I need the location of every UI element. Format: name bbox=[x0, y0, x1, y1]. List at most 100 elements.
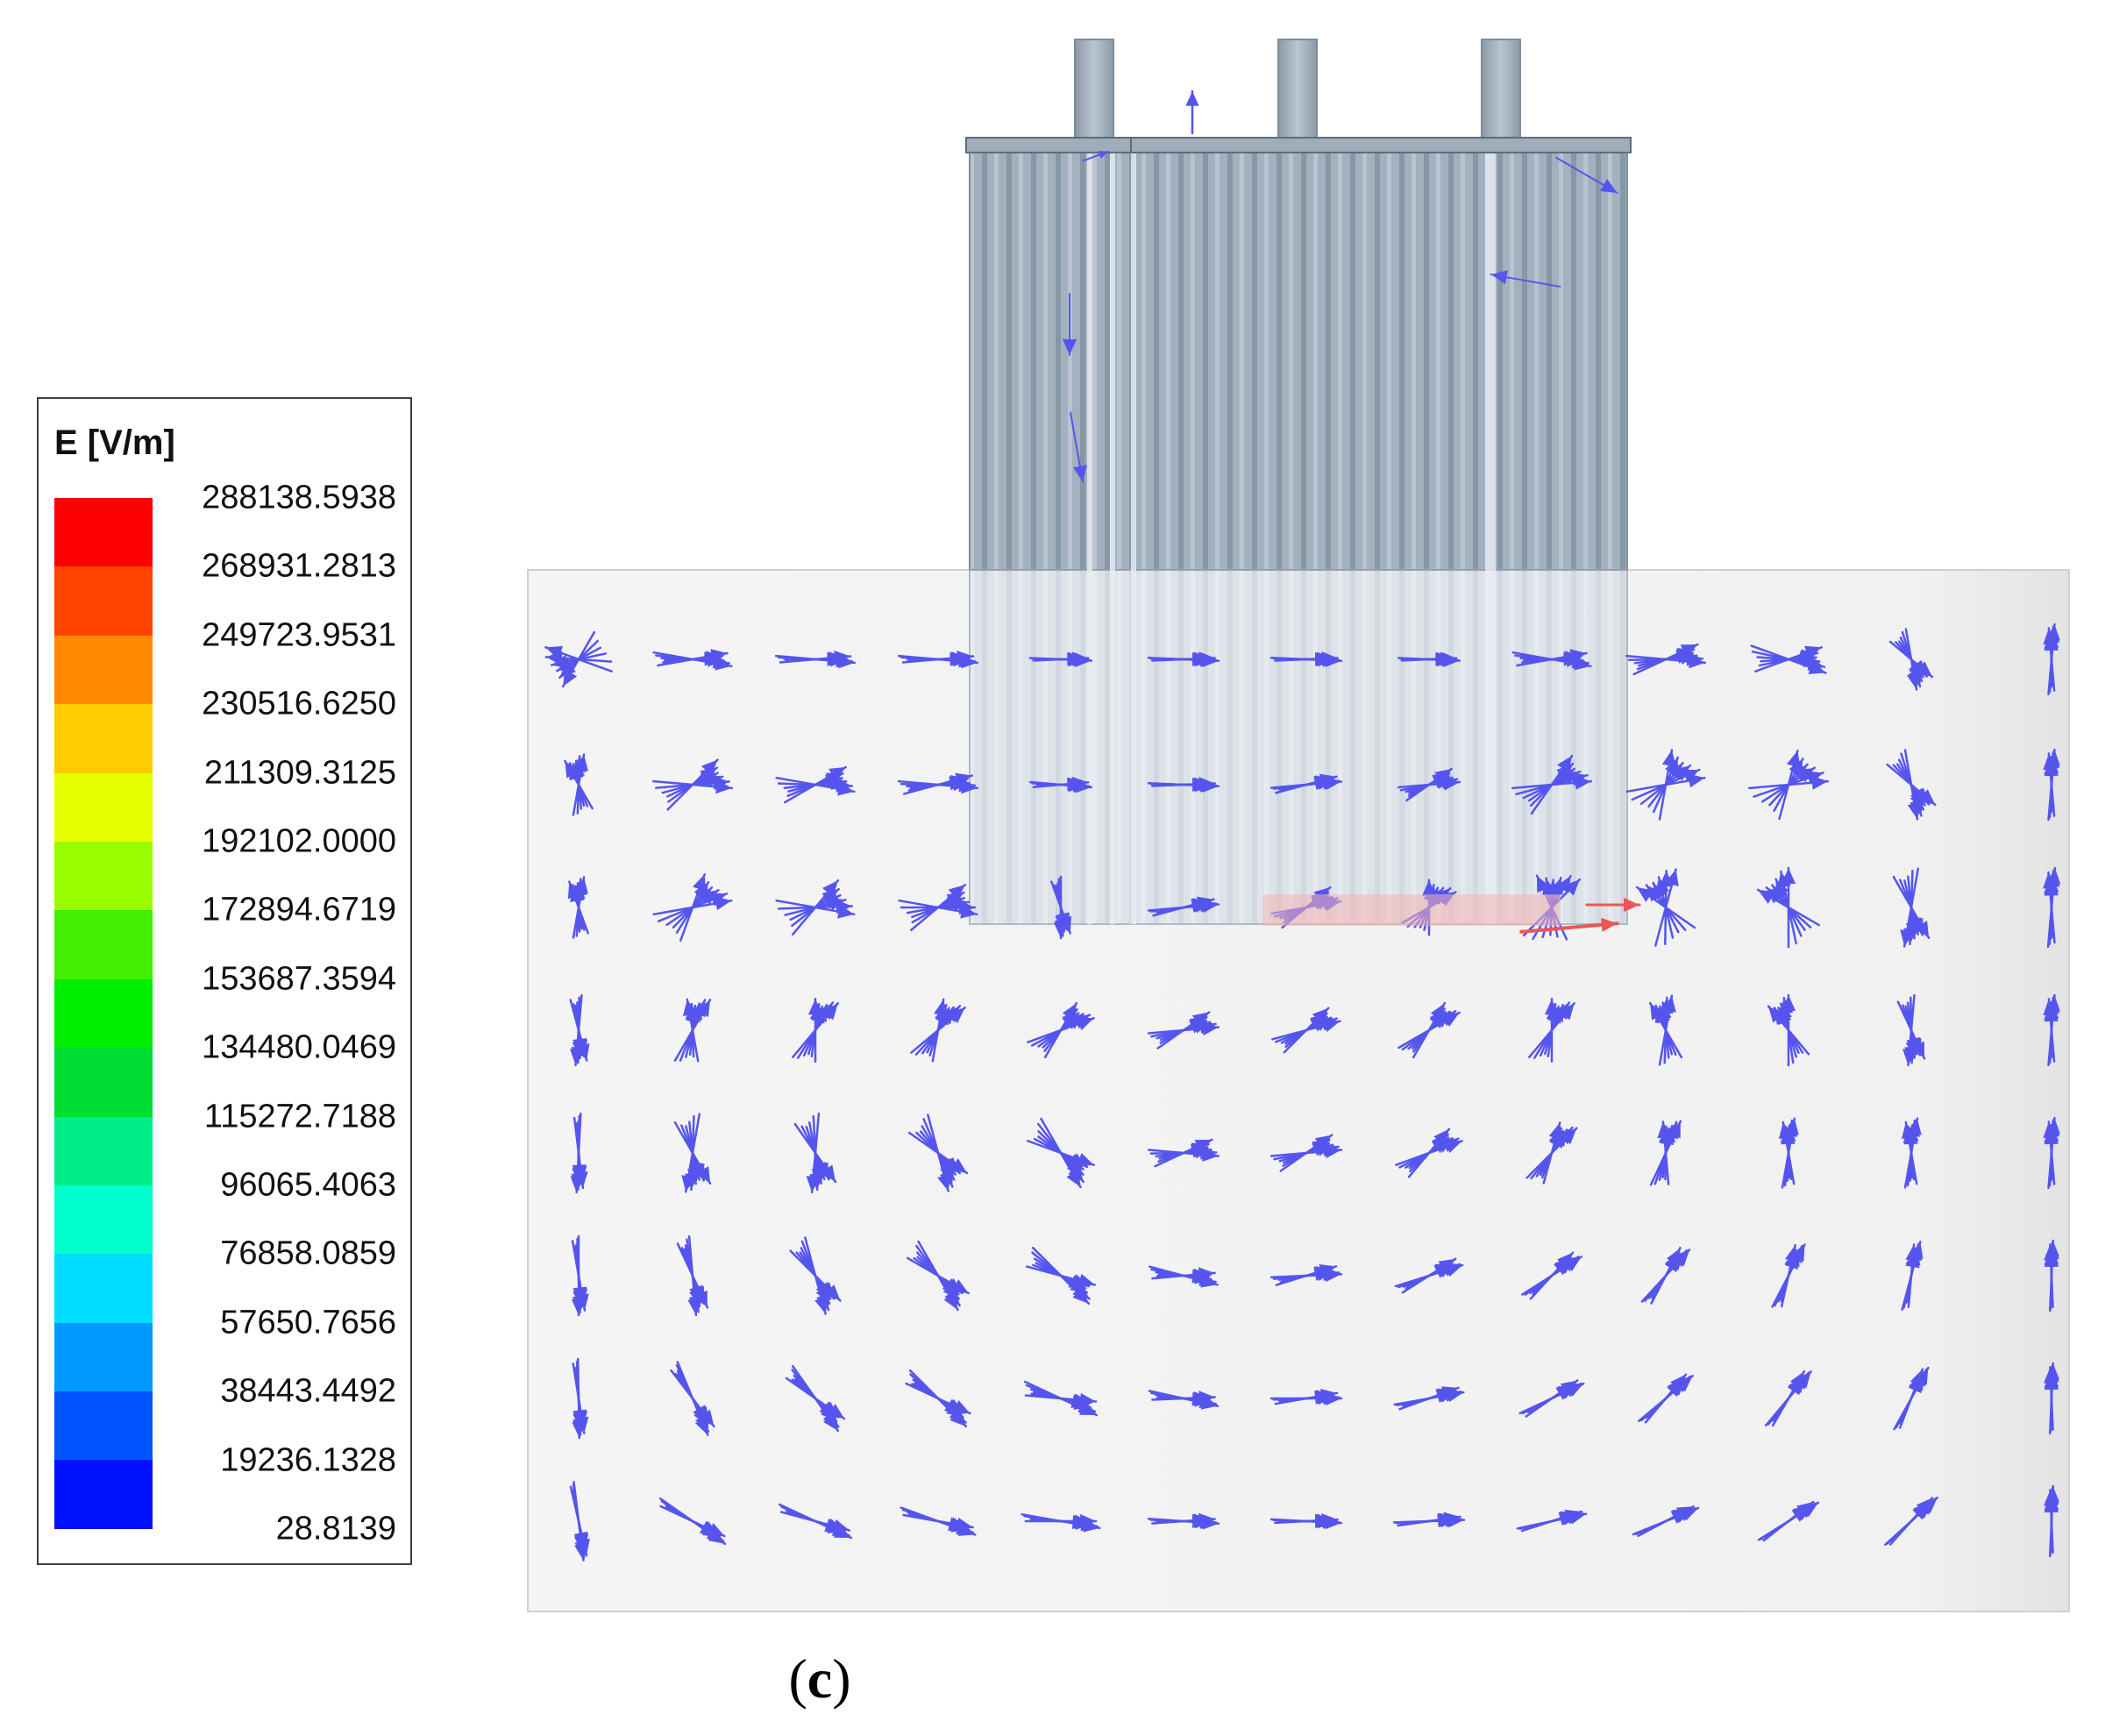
field-arrow-head bbox=[1319, 1263, 1337, 1278]
field-arrow-head bbox=[1321, 1512, 1338, 1528]
field-arrow-head bbox=[1321, 651, 1338, 666]
field-arrow-head bbox=[1804, 645, 1822, 660]
field-arrow-head bbox=[1071, 776, 1089, 791]
legend-tick-label: 172894.6719 bbox=[202, 891, 396, 928]
field-arrow-head bbox=[955, 772, 972, 787]
field-arrow-head bbox=[2043, 999, 2058, 1016]
field-arrow-head bbox=[956, 650, 974, 665]
field-arrow-head bbox=[567, 881, 582, 900]
legend-tick-label: 249723.9531 bbox=[202, 616, 396, 654]
legend-tick-label: 230516.6250 bbox=[202, 685, 396, 722]
field-arrow-head bbox=[1650, 1003, 1665, 1021]
field-arrow-head bbox=[1768, 1006, 1784, 1023]
field-arrow-head bbox=[1098, 151, 1109, 159]
field-arrow-head bbox=[1077, 1152, 1094, 1167]
field-arrow-head bbox=[1901, 1121, 1916, 1139]
legend-tick-label: 57650.7656 bbox=[220, 1304, 396, 1341]
field-arrow-head bbox=[952, 1400, 971, 1413]
legend-swatch bbox=[54, 978, 153, 1049]
field-arrow-head bbox=[2044, 1490, 2059, 1506]
field-arrow-head bbox=[576, 1538, 590, 1556]
field-arrow-head bbox=[1911, 1041, 1925, 1059]
legend-color-bar bbox=[54, 498, 153, 1529]
field-arrow-head bbox=[2043, 753, 2058, 771]
legend-tick-label: 115272.7188 bbox=[203, 1098, 396, 1135]
field-arrow-head bbox=[1430, 1003, 1445, 1021]
field-arrow-head bbox=[1185, 91, 1199, 106]
field-arrow-head bbox=[1784, 1245, 1799, 1263]
legend-swatch bbox=[54, 704, 153, 773]
field-arrow-head bbox=[1666, 1248, 1681, 1266]
field-arrow-head bbox=[1564, 1509, 1582, 1524]
hot-arrow bbox=[1519, 921, 1619, 934]
field-arrow-head bbox=[828, 766, 846, 781]
legend-swatch bbox=[54, 1322, 153, 1392]
bushing-post bbox=[1481, 39, 1521, 139]
field-arrow-head bbox=[1675, 1506, 1694, 1520]
field-arrow-head bbox=[1198, 1512, 1215, 1527]
field-arrow-head bbox=[1314, 1135, 1333, 1150]
field-arrow-head bbox=[1560, 1380, 1578, 1396]
field-arrow-head bbox=[575, 1043, 590, 1061]
field-arrow-head bbox=[1198, 777, 1215, 792]
field-arrow-head bbox=[1789, 1371, 1804, 1389]
field-arrow-head bbox=[1062, 339, 1077, 355]
legend-tick-label: 288138.5938 bbox=[202, 479, 396, 516]
field-arrow-head bbox=[821, 1164, 836, 1182]
field-arrow-head bbox=[1080, 1513, 1097, 1529]
field-arrow-head bbox=[2042, 872, 2058, 889]
field-arrow-head bbox=[948, 885, 965, 900]
field-arrow-head bbox=[699, 1409, 715, 1427]
field-arrow-head bbox=[956, 1517, 973, 1532]
legend-swatch bbox=[54, 1116, 153, 1185]
field-arrow-head bbox=[1433, 1128, 1449, 1146]
field-arrow-head bbox=[1916, 1498, 1932, 1515]
field-arrow-head bbox=[1905, 1244, 1920, 1262]
field-arrow-head bbox=[1537, 875, 1550, 893]
color-legend: E [V/m] 288138.5938 268931.2813 249723.953… bbox=[37, 397, 412, 1565]
field-arrow-head bbox=[1680, 644, 1698, 658]
tank-separator bbox=[1110, 151, 1115, 924]
hot-region bbox=[1262, 894, 1561, 926]
field-arrow-head bbox=[2043, 1121, 2058, 1139]
field-arrow-head bbox=[707, 1523, 725, 1536]
legend-swatch bbox=[54, 772, 153, 842]
field-arrow-head bbox=[1443, 1512, 1461, 1526]
field-arrow-head bbox=[1637, 886, 1654, 902]
field-arrow-head bbox=[1786, 751, 1801, 768]
legend-swatch bbox=[54, 566, 153, 636]
legend-swatch bbox=[54, 910, 153, 979]
tank-separator bbox=[1087, 151, 1092, 924]
field-arrow-head bbox=[1915, 921, 1930, 938]
field-arrow-head bbox=[1062, 1003, 1077, 1021]
field-arrow-head bbox=[1198, 651, 1215, 666]
field-arrow-head bbox=[1758, 889, 1775, 904]
field-arrow-head bbox=[2043, 628, 2058, 645]
legend-tick-label: 19236.1328 bbox=[220, 1441, 396, 1479]
field-arrow-head bbox=[1556, 1252, 1574, 1270]
legend-swatch bbox=[54, 1185, 153, 1255]
field-arrow-head bbox=[1915, 661, 1932, 678]
field-arrow-head bbox=[1194, 1139, 1213, 1153]
field-arrow-head bbox=[696, 1166, 711, 1184]
legend-title: E [V/m] bbox=[54, 423, 175, 462]
legend-tick-label: 211309.3125 bbox=[203, 754, 396, 792]
field-arrow-head bbox=[1796, 1502, 1814, 1518]
legend-swatch bbox=[54, 1048, 153, 1117]
field-arrow-head bbox=[1563, 879, 1580, 896]
field-arrow-head bbox=[1600, 178, 1618, 193]
field-arrow-head bbox=[573, 1171, 588, 1188]
field-arrow-head bbox=[1805, 771, 1824, 785]
field-arrow-head bbox=[694, 1290, 708, 1308]
legend-tick-label: 153687.3594 bbox=[202, 960, 396, 998]
bushing-post bbox=[1074, 39, 1114, 139]
legend-swatch bbox=[54, 841, 153, 911]
tank-separator bbox=[1131, 151, 1136, 924]
field-arrow-head bbox=[565, 760, 580, 779]
legend-swatch bbox=[54, 1460, 153, 1529]
legend-tick-label: 268931.2813 bbox=[202, 547, 396, 585]
field-arrow-head bbox=[563, 669, 578, 687]
field-arrow-head bbox=[1071, 651, 1089, 666]
field-arrow-head bbox=[1909, 1369, 1924, 1387]
tank-lid bbox=[965, 137, 1632, 153]
